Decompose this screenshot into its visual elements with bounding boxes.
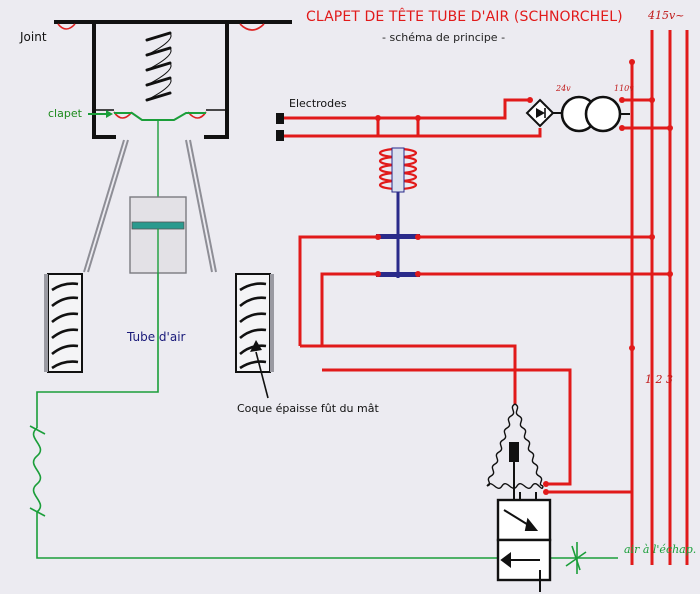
coque-pointer-head <box>250 340 262 352</box>
air-valve-arrows <box>500 509 541 592</box>
transfo-right-label: 110v <box>614 84 634 93</box>
clapet-arrowhead <box>106 110 113 118</box>
transformer <box>560 95 622 133</box>
phase-numbers-label: 1 2 3 <box>645 373 673 386</box>
clapet-label: clapet <box>48 107 82 120</box>
air-line-markers <box>29 425 587 574</box>
motor-armature <box>509 442 519 462</box>
piston-rod-plate <box>131 221 185 230</box>
joint-label: Joint <box>20 30 47 44</box>
spring-coil <box>146 32 172 101</box>
circuit-nodes <box>375 59 673 495</box>
diagram-subtitle: - schéma de principe - <box>382 31 506 44</box>
hull-left <box>44 273 83 373</box>
valve-ports <box>519 492 537 500</box>
tube-air-label: Tube d'air <box>127 330 186 344</box>
relay-contacts <box>376 234 420 277</box>
red-circuit <box>284 30 689 565</box>
rectifier <box>525 98 555 128</box>
coque-label: Coque épaisse fût du mât <box>237 402 379 415</box>
motor-windings <box>486 403 544 489</box>
mast-cone <box>83 139 217 273</box>
valve-spring <box>145 31 172 102</box>
diagram-title: CLAPET DE TÊTE TUBE D'AIR (SCHNORCHEL) <box>306 9 623 25</box>
coque-pointer <box>255 351 269 399</box>
electrodes-block <box>276 113 284 141</box>
supply-voltage-label: 415v~ <box>648 9 685 22</box>
relay-coil <box>378 147 418 193</box>
joint-seals <box>57 23 265 119</box>
hull-right <box>235 273 274 373</box>
electrodes-label: Electrodes <box>289 97 347 110</box>
transfo-left-label: 24v <box>556 84 571 93</box>
valve-housing <box>54 20 292 139</box>
air-outlet-label: air à l'échap. <box>624 543 697 556</box>
air-line <box>32 273 618 559</box>
